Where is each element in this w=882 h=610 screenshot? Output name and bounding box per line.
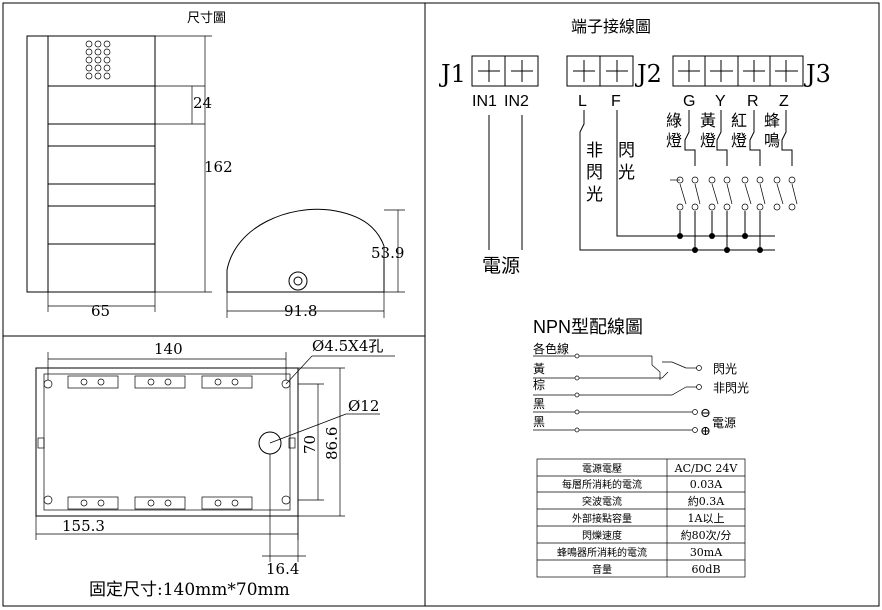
npn-minus: ⊖ xyxy=(700,406,711,421)
spec-row-3-name: 外部接點容量 xyxy=(572,512,632,525)
dim-16-4: 16.4 xyxy=(266,560,299,578)
npn-title: NPN型配線圖 xyxy=(533,317,643,337)
spec-row-1-name: 每層所消耗的電流 xyxy=(562,478,642,491)
y-label: Y xyxy=(715,93,726,110)
dim-140: 140 xyxy=(154,340,183,358)
hole-label: Ø4.5X4孔 xyxy=(312,337,383,355)
buzzer-1: 蜂 xyxy=(764,111,780,130)
non-flash-1: 非 xyxy=(586,141,603,161)
r-label: R xyxy=(747,93,759,110)
lamp-segment-3 xyxy=(47,205,156,245)
npn-plus: ⊕ xyxy=(700,424,711,439)
spec-row-0-value: AC/DC 24V xyxy=(674,462,739,475)
flash-2: 光 xyxy=(618,163,635,183)
spec-row-5-value: 30mA xyxy=(690,546,723,559)
spec-row-1-value: 0.03A xyxy=(690,478,723,491)
side-view xyxy=(226,208,405,318)
npn-non-flash: 非閃光 xyxy=(713,381,749,395)
speaker-holes xyxy=(85,40,111,80)
power-label: 電源 xyxy=(482,255,520,277)
npn-each-color: 各色線 xyxy=(533,341,569,356)
spec-row-2-name: 突波電流 xyxy=(582,495,622,508)
front-view xyxy=(26,35,212,312)
npn-yellow: 黃 xyxy=(533,362,545,376)
npn-diagram: 各色線 黃 棕 閃光 非閃光 黑 ⊖ 黑 ⊕ 電源 xyxy=(533,341,749,439)
dim-70: 70 xyxy=(301,435,319,454)
npn-brown: 棕 xyxy=(533,377,545,392)
npn-flash: 閃光 xyxy=(713,362,737,376)
yellow-lamp-2: 燈 xyxy=(700,131,716,150)
in1-label: IN1 xyxy=(472,93,497,110)
fixed-size-label: 固定尺寸:140mm*70mm xyxy=(89,580,290,600)
dim-53-9: 53.9 xyxy=(371,244,404,262)
j2-label: J2 xyxy=(634,60,662,88)
spec-row-4-value: 約80次/分 xyxy=(681,528,732,542)
in2-label: IN2 xyxy=(504,93,529,110)
npn-black-2: 黑 xyxy=(533,415,545,429)
dim-91-8: 91.8 xyxy=(284,302,317,320)
red-lamp-1: 紅 xyxy=(731,111,747,130)
mounting-plate xyxy=(35,352,395,562)
terminal-blocks xyxy=(471,55,804,87)
flash-1: 閃 xyxy=(618,141,635,161)
relay-switches xyxy=(670,176,798,211)
npn-black-1: 黑 xyxy=(533,397,545,411)
lamp-segment-2 xyxy=(47,145,156,185)
spec-row-4-name: 閃爍速度 xyxy=(582,529,622,542)
green-lamp-2: 燈 xyxy=(666,131,682,150)
dim-12: Ø12 xyxy=(348,397,379,415)
g-label: G xyxy=(683,93,695,110)
spec-row-3-value: 1A以上 xyxy=(688,512,725,525)
dim-24: 24 xyxy=(193,94,212,112)
j3-label: J3 xyxy=(803,60,831,88)
lamp-segment-1 xyxy=(47,85,156,125)
dim-162: 162 xyxy=(204,158,233,176)
z-label: Z xyxy=(779,93,789,110)
green-lamp-1: 綠 xyxy=(666,111,682,130)
f-label: F xyxy=(611,93,621,110)
buzzer-2: 鳴 xyxy=(764,131,780,150)
non-flash-2: 閃 xyxy=(586,163,603,183)
yellow-lamp-1: 黃 xyxy=(700,111,716,130)
dim-155-3: 155.3 xyxy=(62,517,105,535)
red-lamp-2: 燈 xyxy=(731,131,747,150)
l-label: L xyxy=(578,93,587,110)
npn-power: 電源 xyxy=(712,416,736,430)
spec-table: 電源電壓 AC/DC 24V 每層所消耗的電流 0.03A 突波電流 約0.3A… xyxy=(536,458,746,578)
spec-row-6-value: 60dB xyxy=(691,563,720,576)
spec-row-2-value: 約0.3A xyxy=(688,494,725,508)
dimensions-title: 尺寸圖 xyxy=(187,11,226,26)
dim-65: 65 xyxy=(91,302,110,320)
spec-row-0-name: 電源電壓 xyxy=(582,462,622,475)
wiring-title: 端子接線圖 xyxy=(571,17,651,36)
wiring-lines xyxy=(488,110,798,253)
dim-86-6: 86.6 xyxy=(323,427,341,460)
spec-row-5-name: 蜂鳴器所消耗的電流 xyxy=(557,546,647,559)
non-flash-3: 光 xyxy=(586,185,603,205)
j1-label: J1 xyxy=(438,60,466,88)
spec-row-6-name: 音量 xyxy=(592,563,612,576)
